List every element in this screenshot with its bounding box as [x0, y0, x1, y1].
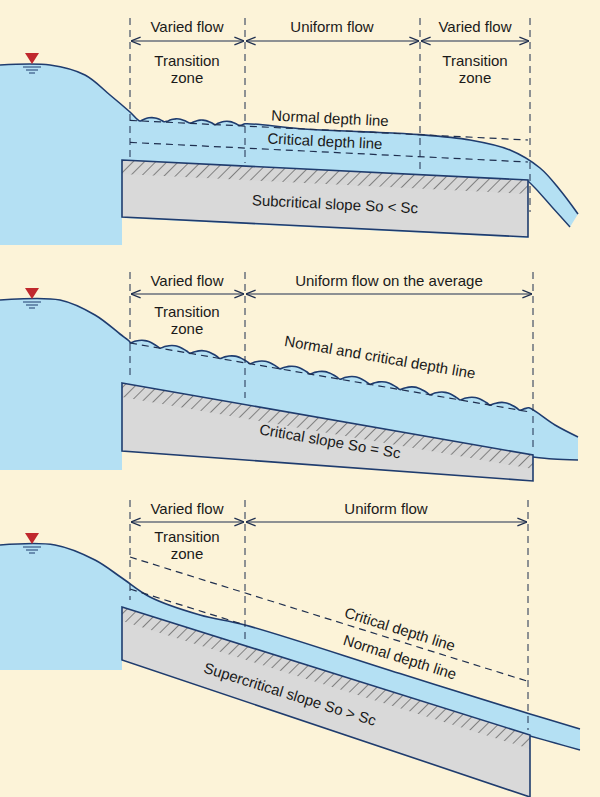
- zone-heading: Varied flow: [150, 18, 223, 35]
- water-body: [0, 64, 578, 245]
- water-level-symbol: [25, 53, 39, 64]
- zone-divider: [245, 18, 246, 163]
- zone-divider: [130, 272, 131, 378]
- zone-arrow: [421, 40, 529, 41]
- zone-heading: Uniform flow: [344, 500, 427, 517]
- zone-divider: [533, 272, 534, 450]
- water-level-tick: [26, 305, 38, 306]
- zone-divider: [130, 18, 131, 158]
- slope-label: Critical slope So = Sc: [258, 420, 402, 461]
- zone-note: Transition zone: [430, 52, 520, 87]
- falling-sheet: [530, 736, 580, 750]
- slope-label: Subcritical slope So < Sc: [252, 191, 419, 216]
- zone-heading: Varied flow: [438, 18, 511, 35]
- depth-line: [130, 589, 245, 625]
- zone-arrow: [246, 521, 527, 522]
- depth-line-label: Normal and critical depth line: [283, 332, 477, 382]
- water-level-tick: [29, 553, 35, 554]
- zone-note: Transition zone: [142, 52, 232, 87]
- bed-outline: [122, 160, 528, 237]
- water-body: [0, 298, 578, 481]
- water-level-tick: [26, 550, 38, 551]
- zone-heading: Varied flow: [150, 500, 223, 517]
- channel-bed: [122, 607, 530, 797]
- zone-divider: [530, 18, 531, 212]
- zone-note: Transition zone: [142, 303, 232, 338]
- depth-line: [130, 557, 530, 682]
- bed-outline: [122, 383, 533, 481]
- zone-note: Transition zone: [142, 528, 232, 563]
- water-level-tick: [23, 547, 41, 548]
- falling-sheet: [528, 181, 570, 227]
- depth-line-label: Critical depth line: [267, 130, 383, 153]
- zone-arrow: [131, 40, 244, 41]
- water-level-tick: [29, 308, 35, 309]
- zone-arrow: [246, 293, 532, 294]
- depth-line-label: Normal depth line: [271, 107, 389, 130]
- zone-divider: [245, 272, 246, 398]
- water-body: [0, 544, 580, 797]
- channel-bed: [122, 160, 528, 237]
- water-level-tick: [29, 73, 35, 74]
- water-surface: [0, 544, 580, 729]
- slope-label: Supercritical slope So > Sc: [202, 659, 379, 729]
- zone-divider: [420, 18, 421, 172]
- zone-divider: [528, 500, 529, 730]
- water-level-tick: [23, 302, 41, 303]
- zone-heading: Uniform flow on the average: [295, 272, 483, 289]
- bed-outline: [122, 607, 530, 797]
- zone-arrow: [246, 40, 419, 41]
- zone-arrow: [131, 521, 244, 522]
- channel-bed: [122, 383, 533, 481]
- zone-heading: Varied flow: [150, 272, 223, 289]
- zone-arrow: [131, 293, 244, 294]
- water-level-symbol: [25, 533, 39, 544]
- zone-heading: Uniform flow: [290, 18, 373, 35]
- zone-divider: [245, 500, 246, 640]
- zone-divider: [130, 500, 131, 600]
- water-level-symbol: [25, 288, 39, 299]
- water-level-tick: [26, 70, 38, 71]
- falling-sheet: [533, 457, 578, 460]
- water-level-tick: [23, 67, 41, 68]
